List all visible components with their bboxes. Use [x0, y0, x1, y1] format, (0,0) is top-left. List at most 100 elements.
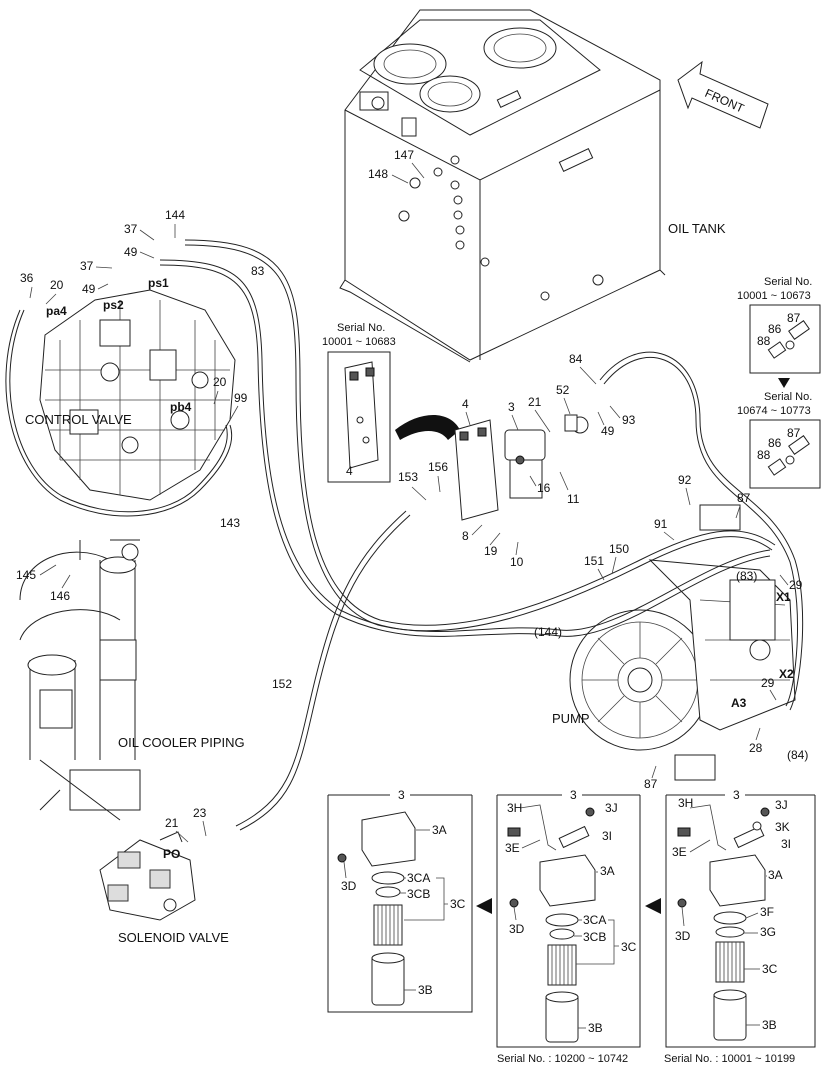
svg-text:147: 147 [394, 148, 414, 162]
svg-text:87: 87 [787, 311, 801, 325]
bracket-serial-box: Serial No. 10001 ~ 10683 [322, 322, 460, 483]
control-valve-label: CONTROL VALVE [25, 412, 132, 427]
svg-text:49: 49 [601, 424, 615, 438]
svg-text:3A: 3A [600, 864, 615, 878]
svg-text:10: 10 [510, 555, 524, 569]
svg-text:11: 11 [567, 492, 580, 506]
svg-text:146: 146 [50, 589, 70, 603]
solenoid-valve-drawing [99, 831, 196, 921]
svg-text:23: 23 [193, 806, 207, 820]
svg-text:19: 19 [484, 544, 498, 558]
svg-text:10001 ~ 10673: 10001 ~ 10673 [737, 290, 811, 302]
svg-text:152: 152 [272, 677, 292, 691]
port-pb4: pb4 [170, 400, 192, 414]
svg-text:10674 ~ 10773: 10674 ~ 10773 [737, 405, 811, 417]
pump-drawing [569, 504, 796, 781]
svg-text:3CA: 3CA [407, 871, 430, 885]
svg-text:148: 148 [368, 167, 388, 181]
filter-and-bracket [454, 414, 589, 521]
fitting-serial-box-b: Serial No. 10674 ~ 10773 [737, 391, 821, 489]
part-callouts: 147 148 144 37 49 37 49 36 20 83 20 99 1… [16, 148, 808, 843]
detail-caption-middle: Serial No. : 10200 ~ 10742 [497, 1053, 628, 1065]
svg-text:3B: 3B [588, 1021, 603, 1035]
svg-text:3: 3 [733, 788, 740, 802]
svg-text:3C: 3C [762, 962, 778, 976]
svg-text:93: 93 [622, 413, 636, 427]
solenoid-valve-label: SOLENOID VALVE [118, 930, 229, 945]
svg-text:3H: 3H [507, 801, 522, 815]
port-pa4: pa4 [46, 304, 67, 318]
svg-text:49: 49 [82, 282, 96, 296]
svg-text:Serial No.: Serial No. [337, 322, 385, 334]
svg-text:145: 145 [16, 568, 36, 582]
svg-text:150: 150 [609, 542, 629, 556]
svg-text:156: 156 [428, 460, 448, 474]
svg-text:28: 28 [749, 741, 763, 755]
svg-text:84: 84 [569, 352, 583, 366]
svg-text:87: 87 [787, 426, 801, 440]
svg-text:21: 21 [528, 395, 542, 409]
svg-text:(84): (84) [787, 748, 808, 762]
oil-cooler-piping-drawing [19, 539, 141, 821]
detail-caption-right: Serial No. : 10001 ~ 10199 [664, 1053, 795, 1065]
detail-callouts-left: 3A 3CA 3CB 3C 3D 3B [341, 823, 466, 997]
svg-text:3D: 3D [675, 929, 691, 943]
port-ps1: ps1 [148, 276, 169, 290]
svg-text:86: 86 [768, 322, 782, 336]
pump-label: PUMP [552, 711, 590, 726]
oil-tank-label: OIL TANK [668, 221, 726, 236]
svg-text:3D: 3D [341, 879, 357, 893]
svg-text:20: 20 [50, 278, 64, 292]
svg-text:3K: 3K [775, 820, 790, 834]
port-ps2: ps2 [103, 298, 124, 312]
svg-text:3C: 3C [450, 897, 466, 911]
port-a3: A3 [731, 696, 747, 710]
svg-text:3J: 3J [775, 798, 788, 812]
svg-text:3A: 3A [432, 823, 447, 837]
svg-text:Serial No.: Serial No. [764, 391, 812, 403]
svg-text:10001 ~ 10683: 10001 ~ 10683 [322, 336, 396, 348]
svg-text:49: 49 [124, 245, 138, 259]
svg-text:3I: 3I [781, 837, 791, 851]
svg-text:29: 29 [789, 578, 803, 592]
svg-text:144: 144 [165, 208, 185, 222]
fitting-serial-box-a: Serial No. 10001 ~ 10673 [737, 276, 821, 388]
svg-text:Serial No.: Serial No. [764, 276, 812, 288]
detail-box-middle: 3 [496, 788, 661, 1048]
svg-text:87: 87 [737, 491, 751, 505]
svg-text:3CA: 3CA [583, 913, 606, 927]
svg-text:(83): (83) [736, 569, 757, 583]
svg-text:4: 4 [462, 397, 469, 411]
svg-text:3A: 3A [768, 868, 783, 882]
svg-text:3H: 3H [678, 796, 693, 810]
svg-text:3B: 3B [418, 983, 433, 997]
oil-tank-drawing [339, 9, 666, 363]
svg-text:83: 83 [251, 264, 265, 278]
port-x2: X2 [779, 667, 794, 681]
svg-text:4: 4 [346, 464, 353, 478]
svg-text:3: 3 [508, 400, 515, 414]
svg-text:21: 21 [165, 816, 179, 830]
hoses [5, 239, 804, 831]
svg-text:3E: 3E [505, 841, 520, 855]
detail-callouts-middle: 3H 3J 3I 3E 3A 3D 3CA 3CB 3C 3B [505, 801, 637, 1035]
port-x1: X1 [776, 590, 791, 604]
svg-text:52: 52 [556, 383, 570, 397]
svg-text:37: 37 [124, 222, 138, 236]
tank-ports [398, 155, 604, 301]
svg-text:143: 143 [220, 516, 240, 530]
svg-text:(144): (144) [534, 625, 562, 639]
svg-text:3F: 3F [760, 905, 774, 919]
detail-callouts-right: 3H 3J 3K 3I 3E 3A 3F 3D 3G 3C 3B [672, 796, 791, 1032]
svg-text:3J: 3J [605, 801, 618, 815]
svg-text:3C: 3C [621, 940, 637, 954]
svg-text:3G: 3G [760, 925, 776, 939]
svg-text:92: 92 [678, 473, 692, 487]
svg-text:91: 91 [654, 517, 668, 531]
svg-text:3: 3 [398, 788, 405, 802]
svg-text:16: 16 [537, 481, 551, 495]
detail-box-right: 3 [665, 788, 816, 1048]
svg-text:3CB: 3CB [407, 887, 430, 901]
detail-box-left: 3 [327, 788, 492, 1013]
svg-text:99: 99 [234, 391, 248, 405]
